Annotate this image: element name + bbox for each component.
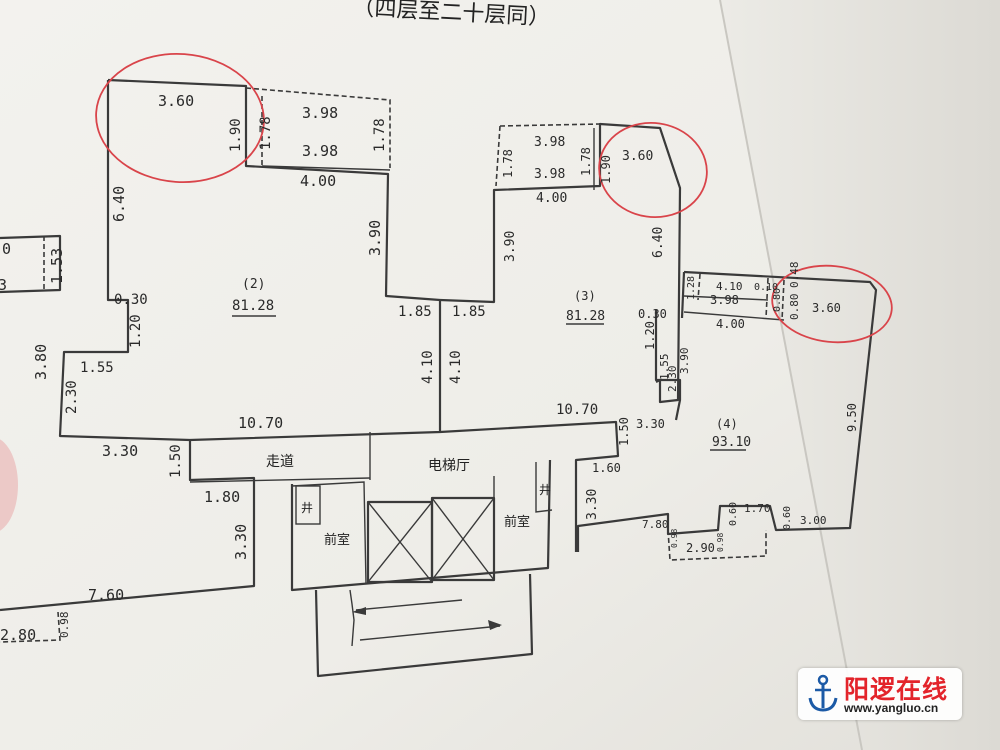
dim-label: 10.70 (238, 414, 283, 432)
plan-title: （四层至二十层同） (352, 0, 551, 31)
dim-label: 3 (0, 276, 7, 294)
dim-label: 1.53 (48, 248, 66, 284)
dim-label: 3.90 (678, 348, 691, 375)
dim-label: 9.50 (845, 403, 859, 432)
corridor-label: 走道 (266, 454, 294, 470)
anteroom-left-label: 前室 (324, 532, 350, 548)
unit-4-area: 93.10 (712, 435, 751, 450)
dim-label: 0.30 (638, 307, 667, 321)
dim-label: 7.80 (642, 518, 669, 531)
dim-label: 7.60 (88, 586, 124, 604)
dim-label: 0.60 (782, 506, 793, 530)
dim-label: 1.85 (398, 304, 432, 320)
dim-label: 1.78 (579, 147, 593, 176)
dim-label: 3.30 (636, 417, 665, 431)
dim-label: 1.78 (501, 149, 515, 178)
dim-label: 2.80 (0, 626, 36, 644)
unit-2-number: (2) (242, 277, 265, 292)
dim-label: 3.80 (32, 344, 50, 380)
dim-label: 4.10 (448, 350, 464, 384)
dim-label: 0.98 (58, 612, 71, 639)
annotation-circle-middle (598, 121, 708, 219)
dim-label: 3.98 (534, 167, 565, 182)
red-stamp-mark (0, 439, 18, 531)
dim-label: 3.30 (585, 489, 600, 520)
dim-label: 4.00 (300, 172, 336, 190)
unit-2-area: 81.28 (232, 298, 274, 314)
elevator-hall-label: 电梯厅 (428, 458, 470, 474)
unit-3-area: 81.28 (566, 309, 605, 324)
anteroom-right-label: 前室 (504, 514, 530, 530)
dim-label: 3.90 (366, 220, 384, 256)
unit-4-number: (4) (716, 417, 738, 431)
dim-label: 1.70 (744, 502, 771, 515)
dim-label: 1.85 (452, 304, 486, 320)
dim-label: 3.98 (710, 293, 739, 307)
dim-label: 6.40 (651, 227, 666, 258)
dim-label: 3.98 (534, 135, 565, 150)
dim-label: 3.30 (232, 524, 250, 560)
dim-label: 4.00 (536, 191, 567, 206)
dim-label: 0 (2, 240, 11, 258)
anchor-icon (808, 674, 838, 712)
dim-label: 1.90 (599, 155, 613, 184)
dim-label: 0.98 (716, 533, 725, 552)
dim-label: 0.80 (772, 288, 783, 312)
dim-label: 1.50 (168, 444, 184, 478)
dim-label: 1.55 (80, 360, 114, 376)
dim-label: 1.55 (658, 354, 671, 381)
annotation-circle-right (771, 264, 893, 344)
dim-label: 2.30 (666, 366, 679, 393)
dim-label: 0.60 (728, 502, 739, 526)
dim-label: 3.00 (800, 514, 827, 527)
dim-label: 1.78 (372, 118, 388, 152)
dim-label: 1.20 (128, 314, 144, 348)
dim-label: 4.00 (716, 317, 745, 331)
unit-4-outline (576, 270, 878, 561)
yangluo-watermark: 阳逻在线 www.yangluo.cn (798, 668, 962, 720)
dim-label: 0.30 (114, 292, 148, 308)
dim-label: 3.90 (503, 231, 518, 262)
dim-label: 1.78 (258, 116, 274, 150)
watermark-url: www.yangluo.cn (844, 701, 939, 715)
dim-label: 2.30 (64, 380, 80, 414)
core-outline (189, 300, 620, 678)
dim-label: 3.98 (302, 104, 338, 122)
dim-label: 1.20 (643, 321, 657, 350)
dim-label: 3.60 (158, 92, 194, 110)
lower-left-outline (0, 234, 256, 643)
annotation-circle-left (95, 52, 265, 184)
shaft-right-label: 井 (539, 483, 551, 497)
dim-label: 4.10 (420, 350, 436, 384)
shaft-left-label: 井 (301, 501, 313, 515)
dim-label: 10.70 (556, 402, 598, 418)
dim-label: 3.60 (622, 149, 653, 164)
dim-label: 1.90 (228, 118, 244, 152)
dim-label: 4.10 (716, 280, 743, 293)
dim-label: 1.28 (686, 276, 697, 300)
dim-label: 3.30 (102, 442, 138, 460)
dim-label: 0.48 (788, 262, 801, 289)
dim-label: 0.98 (670, 529, 679, 548)
dim-label: 2.90 (686, 541, 715, 555)
dim-label: 0.10 (754, 282, 778, 293)
dim-label: 3.60 (812, 301, 841, 315)
dim-label: 1.60 (592, 461, 621, 475)
dim-label: 1.80 (204, 488, 240, 506)
unit-3-number: (3) (574, 289, 596, 303)
dim-label: 0.80 (788, 294, 801, 321)
unit-3-outline (439, 122, 682, 421)
dim-label: 1.50 (617, 417, 631, 446)
watermark-title: 阳逻在线 (844, 675, 949, 704)
dim-label: 6.40 (110, 186, 128, 222)
dim-label: 3.98 (302, 142, 338, 160)
